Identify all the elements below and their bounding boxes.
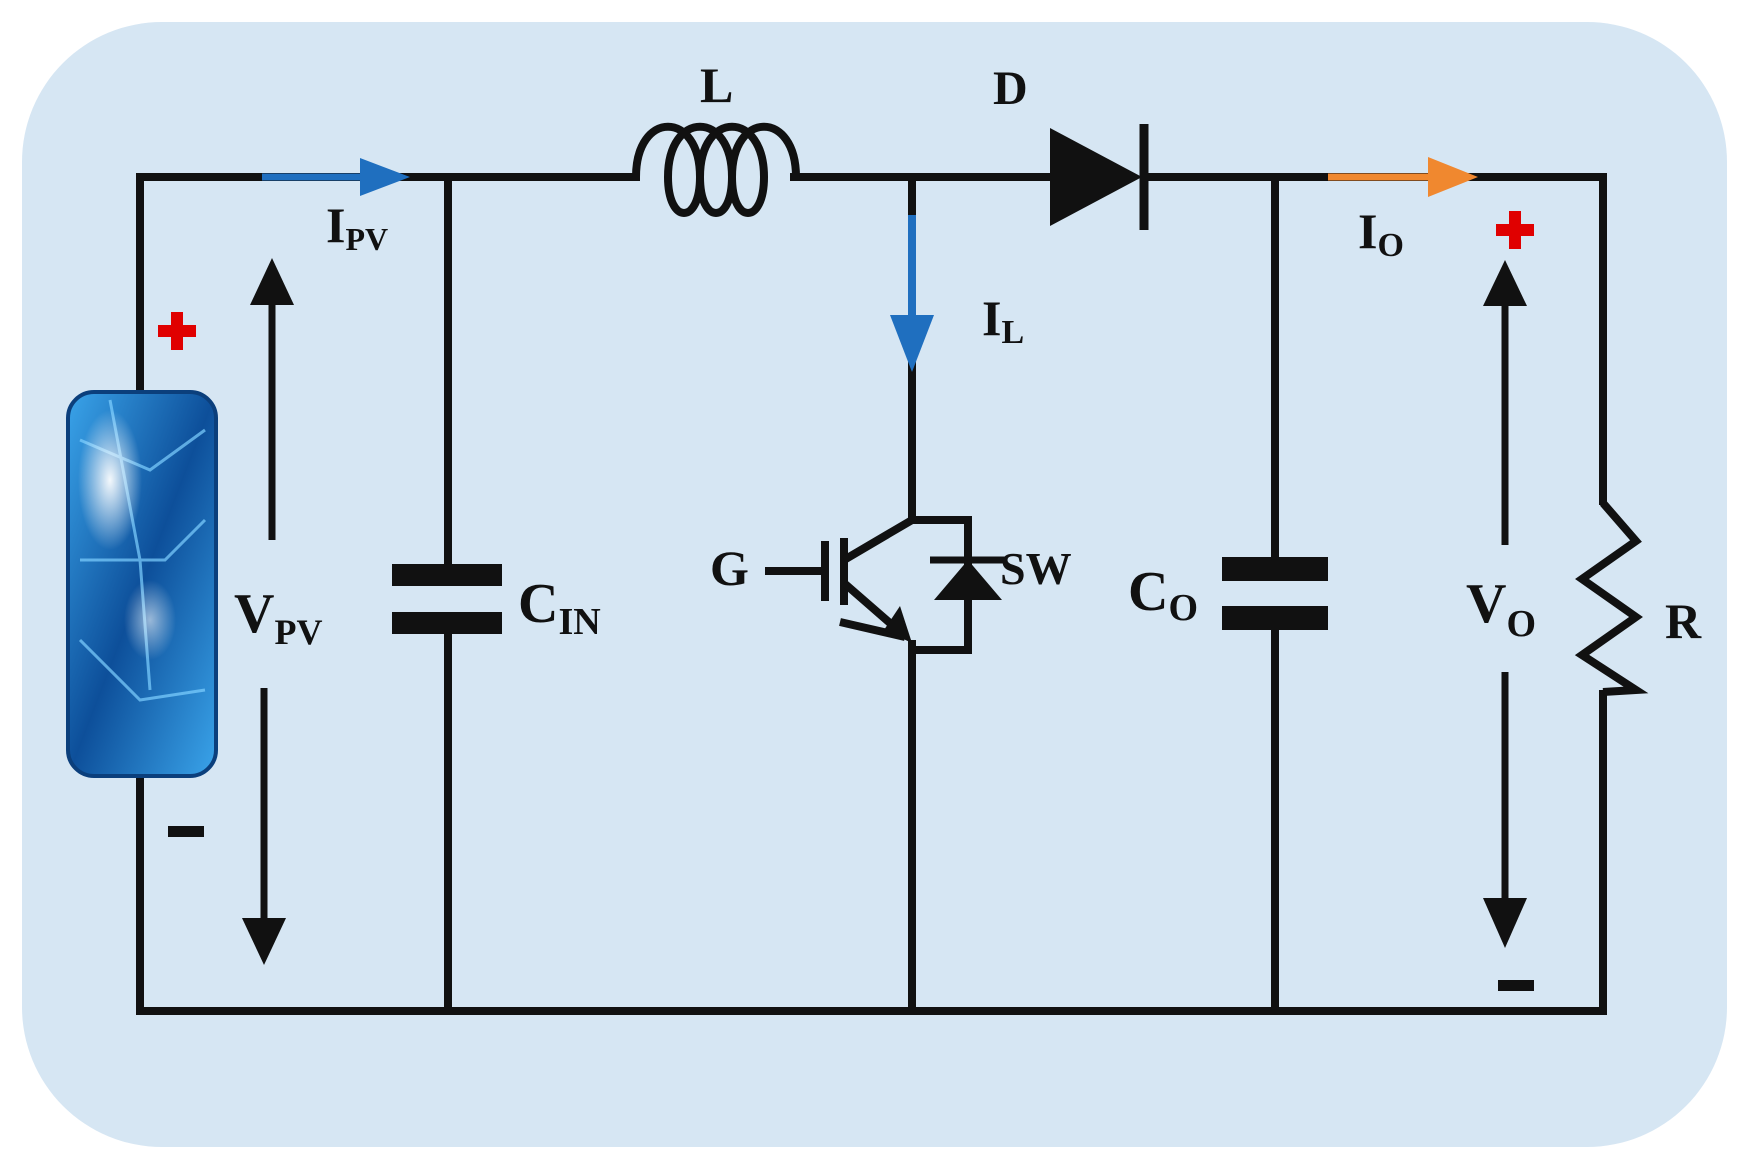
input-current-label: IPV: [326, 197, 388, 257]
output-current-label: IO: [1358, 203, 1404, 264]
input-capacitor: [392, 564, 502, 634]
plus-icon: [1496, 211, 1534, 249]
input-voltage-arrow: [242, 258, 294, 965]
solar-panel-icon: [66, 390, 218, 778]
circuit-wires: [136, 173, 1607, 1015]
switch-label: SW: [1000, 543, 1072, 594]
output-voltage-arrow: [1483, 260, 1527, 948]
output-current-arrow: [1328, 157, 1478, 197]
diode-label: D: [993, 62, 1028, 115]
minus-icon: [168, 826, 204, 837]
inductor-coil: [632, 122, 800, 217]
diode: [1050, 124, 1149, 230]
plus-icon: [158, 312, 196, 350]
resistor: [1574, 500, 1649, 696]
inductor-label: L: [700, 57, 733, 113]
input-current-arrow: [262, 158, 410, 196]
output-capacitor: [1222, 557, 1328, 630]
inductor-current-arrow: [890, 215, 934, 372]
output-capacitor-label: CO: [1128, 561, 1198, 629]
inductor-current-label: IL: [982, 290, 1024, 351]
gate-label: G: [710, 540, 749, 596]
resistor-label: R: [1665, 593, 1702, 649]
input-capacitor-label: CIN: [518, 573, 601, 643]
antiparallel-diode: [930, 556, 1006, 600]
igbt-emitter-arrow: [884, 606, 912, 643]
output-voltage-label: VO: [1466, 573, 1536, 645]
input-voltage-label: VPV: [234, 583, 322, 652]
minus-icon: [1498, 980, 1534, 991]
